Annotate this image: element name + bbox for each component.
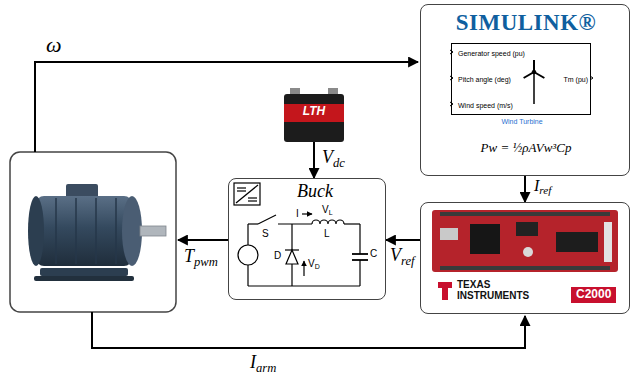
buck-circuit [286,250,298,264]
current-wire [92,312,525,348]
c2000-board-picture [432,210,618,272]
signal-name: ω [46,32,62,57]
c2000-board-picture [470,224,500,254]
buck-circuit [285,249,299,250]
motor-picture [55,198,57,264]
port-label: Tm (pu) [548,76,588,84]
buck-circuit [312,220,344,224]
signal-name: Vdc [322,148,345,166]
buck-circuit [247,265,248,286]
block-name: Wind Turbine [452,118,592,126]
port-label: Generator speed (pu) [458,50,525,58]
motor-picture [66,184,98,198]
port-label: Pitch angle (deg) [458,76,511,84]
buck-circuit [291,224,292,250]
buck-circuit [359,260,360,286]
buck-circuit [291,264,292,286]
buck-converter-box: Buck [228,178,386,300]
signal-name: Vref [390,246,415,264]
c2000-board-picture [440,212,610,216]
c2000-board-picture [438,282,452,300]
maker-name: TEXAS INSTRUMENTS [457,279,545,301]
buck-circuit [359,224,360,254]
wind-turbine-icon [532,70,536,74]
buck-circuit [344,223,360,224]
power-formula: Pw = ½ρAVw³Cp [421,141,631,156]
buck-circuit [234,183,260,205]
signal-arrow [386,239,420,241]
speed-wire [35,62,418,152]
buck-circuit [248,223,258,224]
port-label: Wind speed (m/s) [458,102,513,110]
buck-circuit [237,187,246,188]
motor-picture [40,268,128,276]
motor-picture [140,226,166,236]
motor-picture [115,198,117,264]
signal-name: Iarm [250,352,276,373]
c2000-board-box: TEXAS INSTRUMENTS C2000 [420,202,630,314]
signal-name: Iref [534,178,551,194]
motor-picture [28,196,44,266]
buck-circuit [247,224,248,245]
c2000-board-picture [556,232,598,252]
wind-turbine-icon [533,72,535,104]
buck-circuit [248,197,257,198]
battery-brand: LTH [282,105,346,119]
motor-picture [75,198,77,264]
converter-title: Buck [297,181,333,202]
motor-picture [122,196,142,266]
buck-circuit [248,200,257,201]
battery-picture [328,88,338,95]
signal-name: Tpwm [184,246,218,267]
buck-circuit [236,185,258,203]
signal-arrow [313,142,315,178]
circuit-label: L [324,228,330,240]
c2000-board-picture [440,266,610,270]
battery-picture [290,88,300,95]
circuit-label: S [262,228,269,240]
c2000-board-picture [440,228,458,240]
motor-picture [95,198,97,264]
circuit-label: VL [322,204,333,216]
buck-circuit [258,215,276,224]
motor-picture [10,152,176,312]
buck-circuit [302,213,312,214]
wind-turbine-icon [450,50,593,106]
circuit-label: VD [308,258,320,270]
torque-wire [178,239,228,241]
motor-picture [10,152,176,312]
signal-arrow [524,176,526,202]
buck-circuit [303,261,304,276]
c2000-board-picture [604,222,612,262]
buck-circuit [237,190,246,191]
simulink-panel: SIMULINK® Pw = ½ρAVw³Cp Generator speed (p… [420,4,630,176]
c2000-board-picture [523,247,533,257]
buck-circuit [278,223,312,224]
buck-circuit [248,285,360,286]
circuit-label: D [274,250,281,262]
buck-circuit [238,245,258,265]
c2000-board-picture [516,222,538,236]
motor-picture [36,196,132,266]
battery: LTH [282,88,346,142]
wind-turbine-block: Generator speed (pu) Pitch angle (deg) Win… [451,43,591,115]
board-badge: C2000 [571,287,616,303]
buck-circuit [352,253,368,255]
simulink-logo: SIMULINK® [421,10,631,36]
motor-picture [34,276,134,281]
circuit-label: I [296,208,299,220]
circuit-label: C [370,248,377,260]
